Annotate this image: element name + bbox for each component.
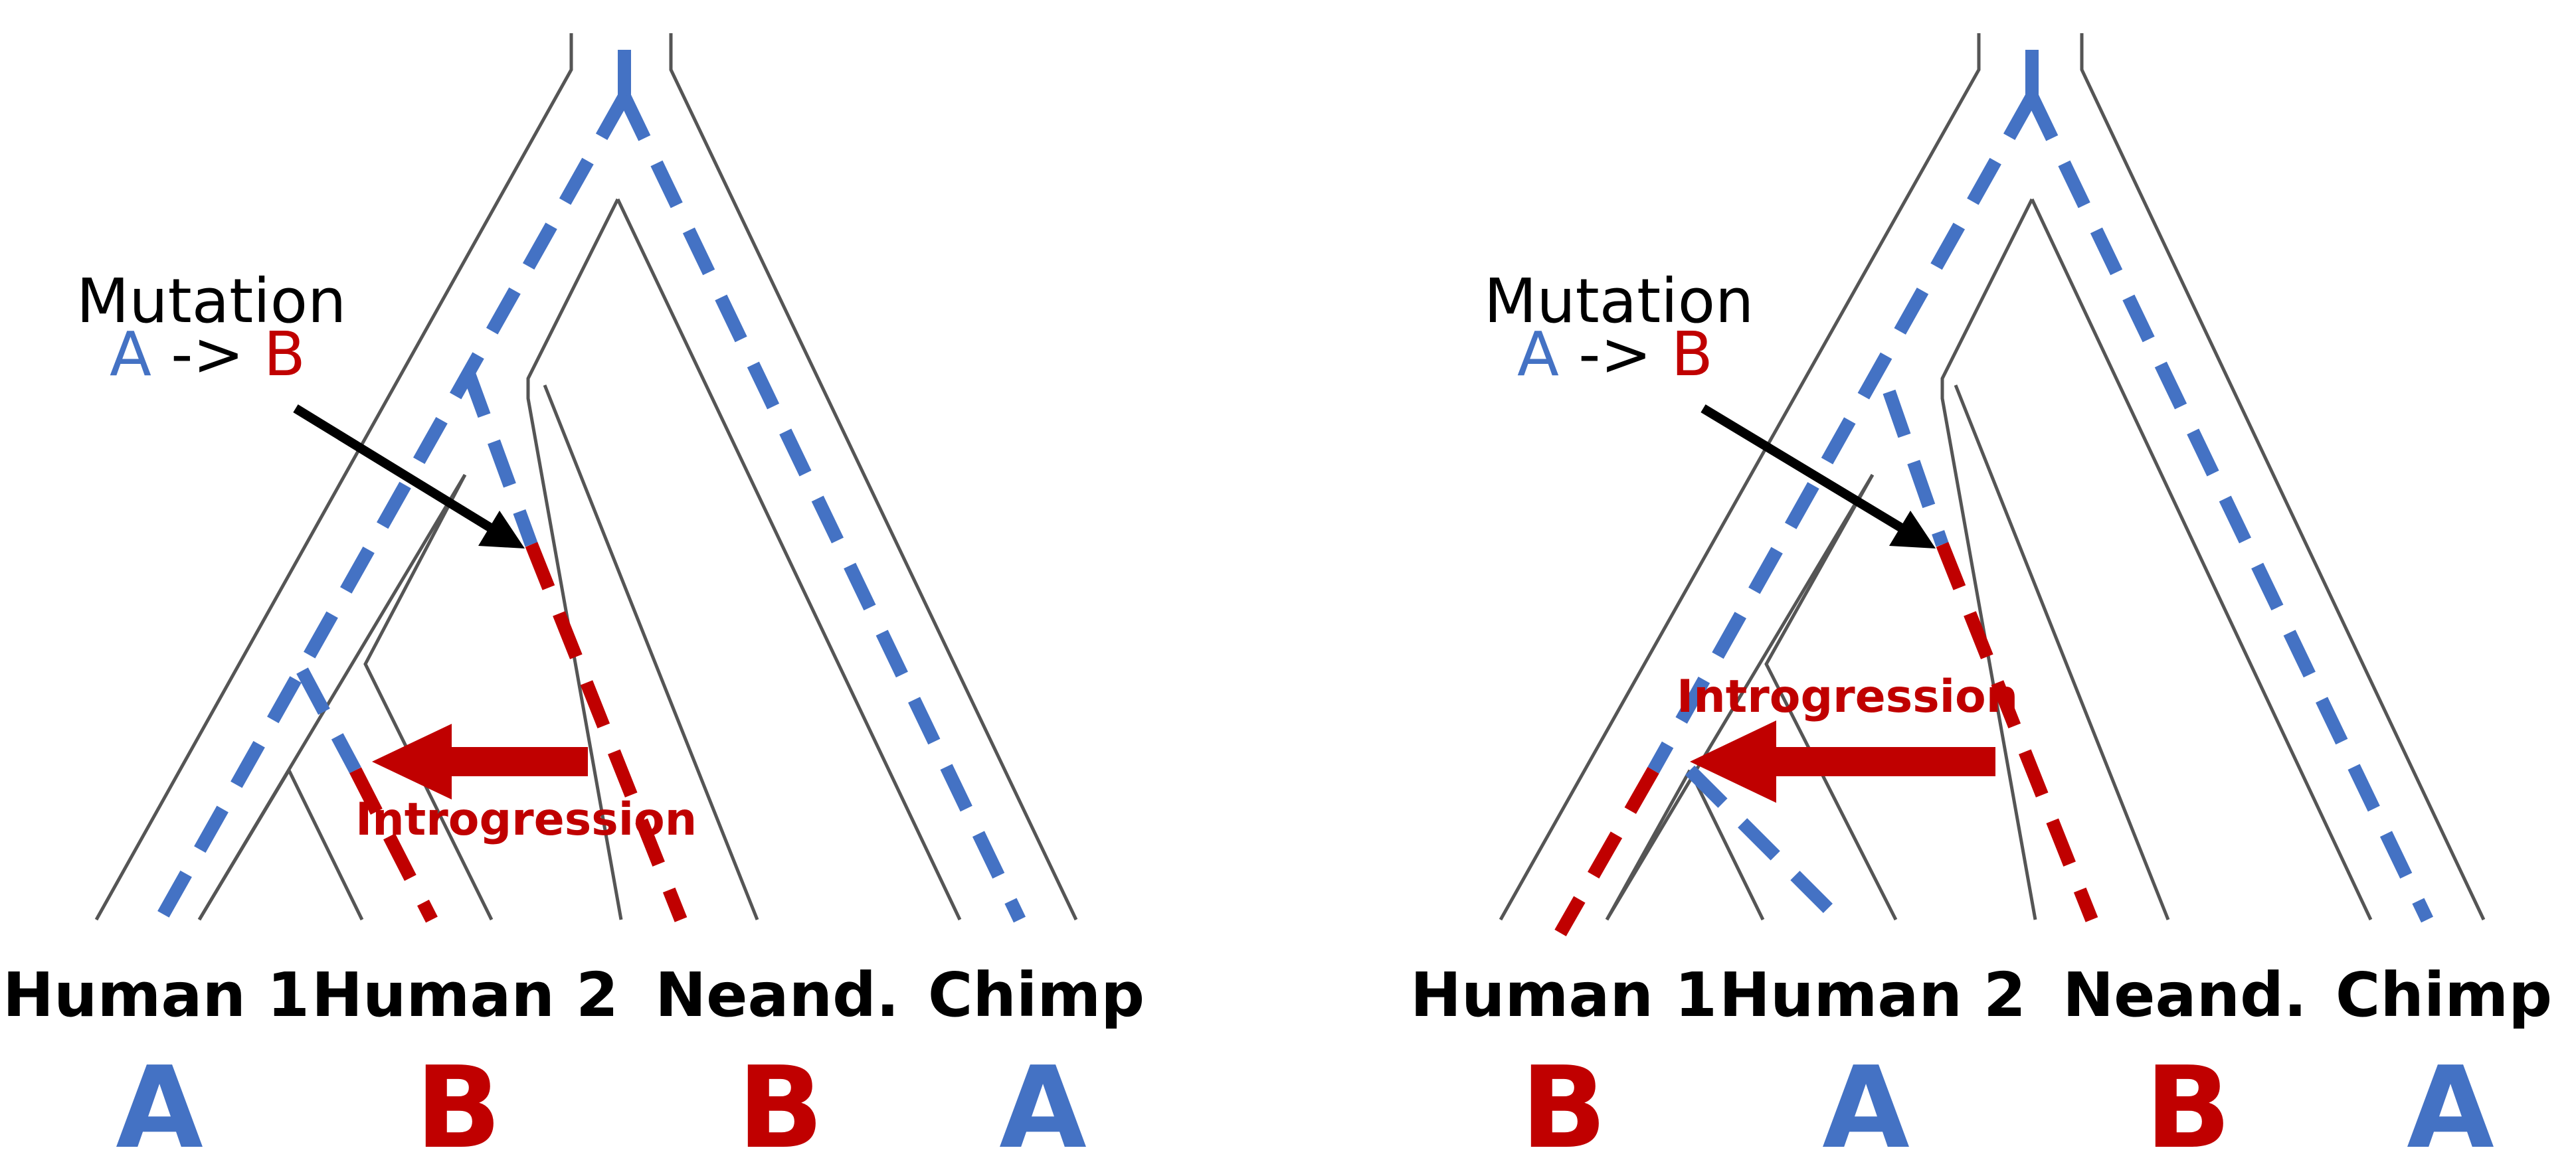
- species-tree-outline: [1499, 33, 2486, 921]
- taxon-label-human1: Human 1: [1410, 960, 1717, 1031]
- gene-lineage-ancestral: [1647, 50, 2434, 932]
- mutation-arrow: [1701, 404, 1936, 548]
- gene-lineage-derived: [349, 542, 688, 923]
- taxon-label-neanderthal: Neand.: [655, 960, 899, 1031]
- state-human1: A: [116, 1043, 203, 1174]
- mutation-change-arrow: ->: [1578, 319, 1652, 390]
- introgression-arrow: [372, 724, 588, 799]
- state-chimp: A: [999, 1043, 1087, 1174]
- mutation-change: A -> B: [110, 319, 306, 390]
- state-human1: B: [1520, 1043, 1607, 1174]
- mutation-change-arrow: ->: [171, 319, 244, 390]
- taxon-label-chimp: Chimp: [927, 960, 1145, 1031]
- taxon-label-chimp: Chimp: [2335, 960, 2553, 1031]
- state-human2: B: [415, 1043, 502, 1174]
- mutation-change: A -> B: [1517, 319, 1713, 390]
- gene-lineage-derived: [1554, 542, 2098, 936]
- taxon-label-human2: Human 2: [1719, 960, 2026, 1031]
- mutation-from-state: A: [1517, 319, 1559, 390]
- state-chimp: A: [2407, 1043, 2494, 1174]
- state-human2: A: [1822, 1043, 1910, 1174]
- panel-right: Mutation A -> B Introgression Human 1 Hu…: [1288, 0, 2576, 1174]
- introgression-arrow: [1690, 720, 1995, 803]
- tree-diagram-left: [94, 33, 1078, 936]
- taxon-label-human2: Human 2: [312, 960, 618, 1031]
- state-neanderthal: B: [2145, 1043, 2231, 1174]
- mutation-title: Mutation: [1484, 266, 1754, 337]
- mutation-from-state: A: [110, 319, 151, 390]
- tree-diagram-right: [1499, 33, 2486, 936]
- mutation-arrow: [293, 404, 525, 548]
- mutation-title: Mutation: [76, 266, 347, 337]
- introgression-label: Introgression: [1677, 671, 2019, 723]
- mutation-to-state: B: [263, 319, 306, 390]
- taxon-label-neanderthal: Neand.: [2063, 960, 2307, 1031]
- state-neanderthal: B: [737, 1043, 824, 1174]
- taxon-label-human1: Human 1: [3, 960, 310, 1031]
- mutation-to-state: B: [1671, 319, 1713, 390]
- introgression-label: Introgression: [355, 794, 697, 846]
- gene-lineage-ancestral: [147, 50, 1026, 936]
- species-tree-outline: [94, 33, 1078, 921]
- panel-left: Mutation A -> B Introgression Human 1 Hu…: [0, 0, 1288, 1174]
